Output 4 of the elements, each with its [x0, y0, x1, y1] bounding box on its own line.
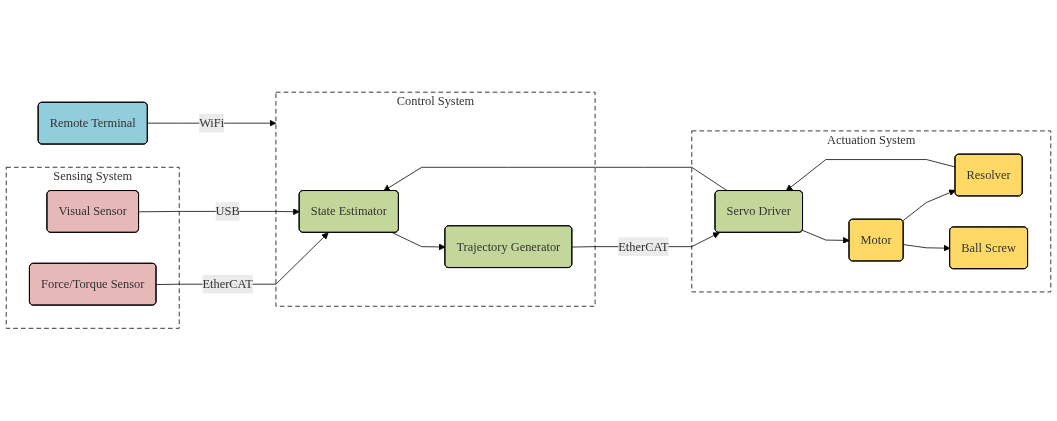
edge-label: EtherCAT: [202, 277, 253, 291]
edge-label: WiFi: [199, 116, 225, 130]
edge-label: EtherCAT: [618, 239, 669, 254]
edge-label: USB: [215, 204, 240, 218]
